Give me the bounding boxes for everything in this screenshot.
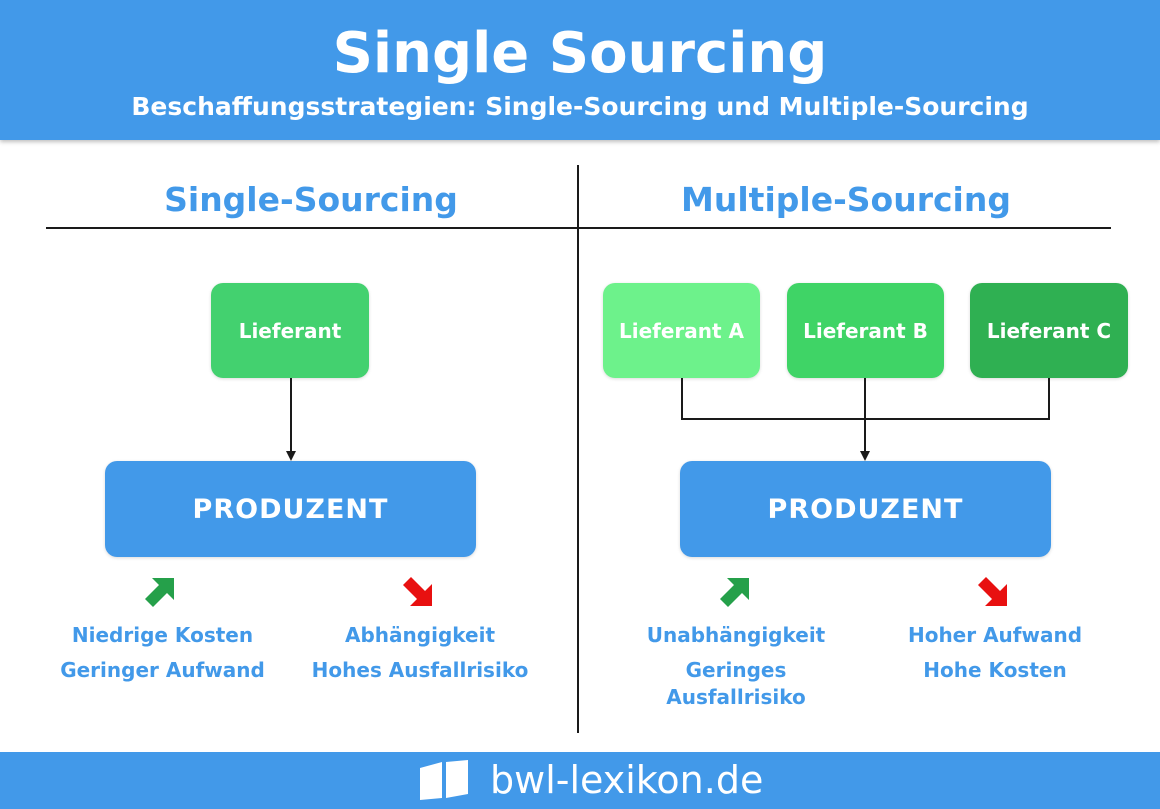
supply-connector: [681, 378, 683, 420]
header-banner: Single Sourcing Beschaffungsstrategien: …: [0, 0, 1160, 140]
con-note: Hohes Ausfallrisiko: [311, 658, 529, 682]
up-right-arrow-icon: [145, 578, 174, 607]
supplier-c-box: Lieferant C: [970, 283, 1128, 378]
con-note: Abhängigkeit: [345, 623, 495, 647]
supplier-b-box: Lieferant B: [787, 283, 944, 378]
page-title: Single Sourcing: [332, 21, 828, 86]
pro-note: Unabhängigkeit: [646, 623, 826, 647]
producer-box-left: PRODUZENT: [105, 461, 476, 557]
down-right-arrow-icon: [403, 577, 432, 606]
footer-brand[interactable]: bwl-lexikon.de: [490, 758, 764, 802]
supplier-label: Lieferant: [238, 318, 342, 343]
footer-banner: [0, 752, 1160, 809]
pro-note: Niedrige Kosten: [71, 623, 254, 647]
producer-label: PRODUZENT: [192, 493, 389, 525]
column-divider: [577, 165, 579, 733]
pro-note: Geringer Aufwand: [60, 658, 265, 682]
pro-note: Geringes: [685, 658, 787, 682]
supply-arrowhead: [860, 451, 870, 461]
up-right-arrow-icon: [720, 578, 749, 607]
supply-connector: [1048, 378, 1050, 420]
supplier-a-label: Lieferant A: [618, 318, 745, 343]
producer-label: PRODUZENT: [767, 493, 964, 525]
supply-arrowhead: [286, 451, 296, 461]
con-note: Hohe Kosten: [923, 658, 1067, 682]
down-right-arrow-icon: [978, 577, 1007, 606]
pro-note: Ausfallrisiko: [666, 685, 806, 709]
open-book-icon: [420, 760, 468, 800]
supplier-b-label: Lieferant B: [803, 318, 928, 343]
supplier-a-box: Lieferant A: [603, 283, 760, 378]
con-note: Hoher Aufwand: [907, 623, 1083, 647]
supply-connector: [290, 378, 292, 452]
multiple-sourcing-heading: Multiple-Sourcing: [681, 180, 1011, 219]
supplier-box: Lieferant: [211, 283, 369, 378]
single-sourcing-heading: Single-Sourcing: [164, 180, 458, 219]
supplier-c-label: Lieferant C: [986, 318, 1112, 343]
page-subtitle: Beschaffungsstrategien: Single-Sourcing …: [131, 92, 1029, 121]
supply-connector: [864, 378, 866, 452]
producer-box-right: PRODUZENT: [680, 461, 1051, 557]
